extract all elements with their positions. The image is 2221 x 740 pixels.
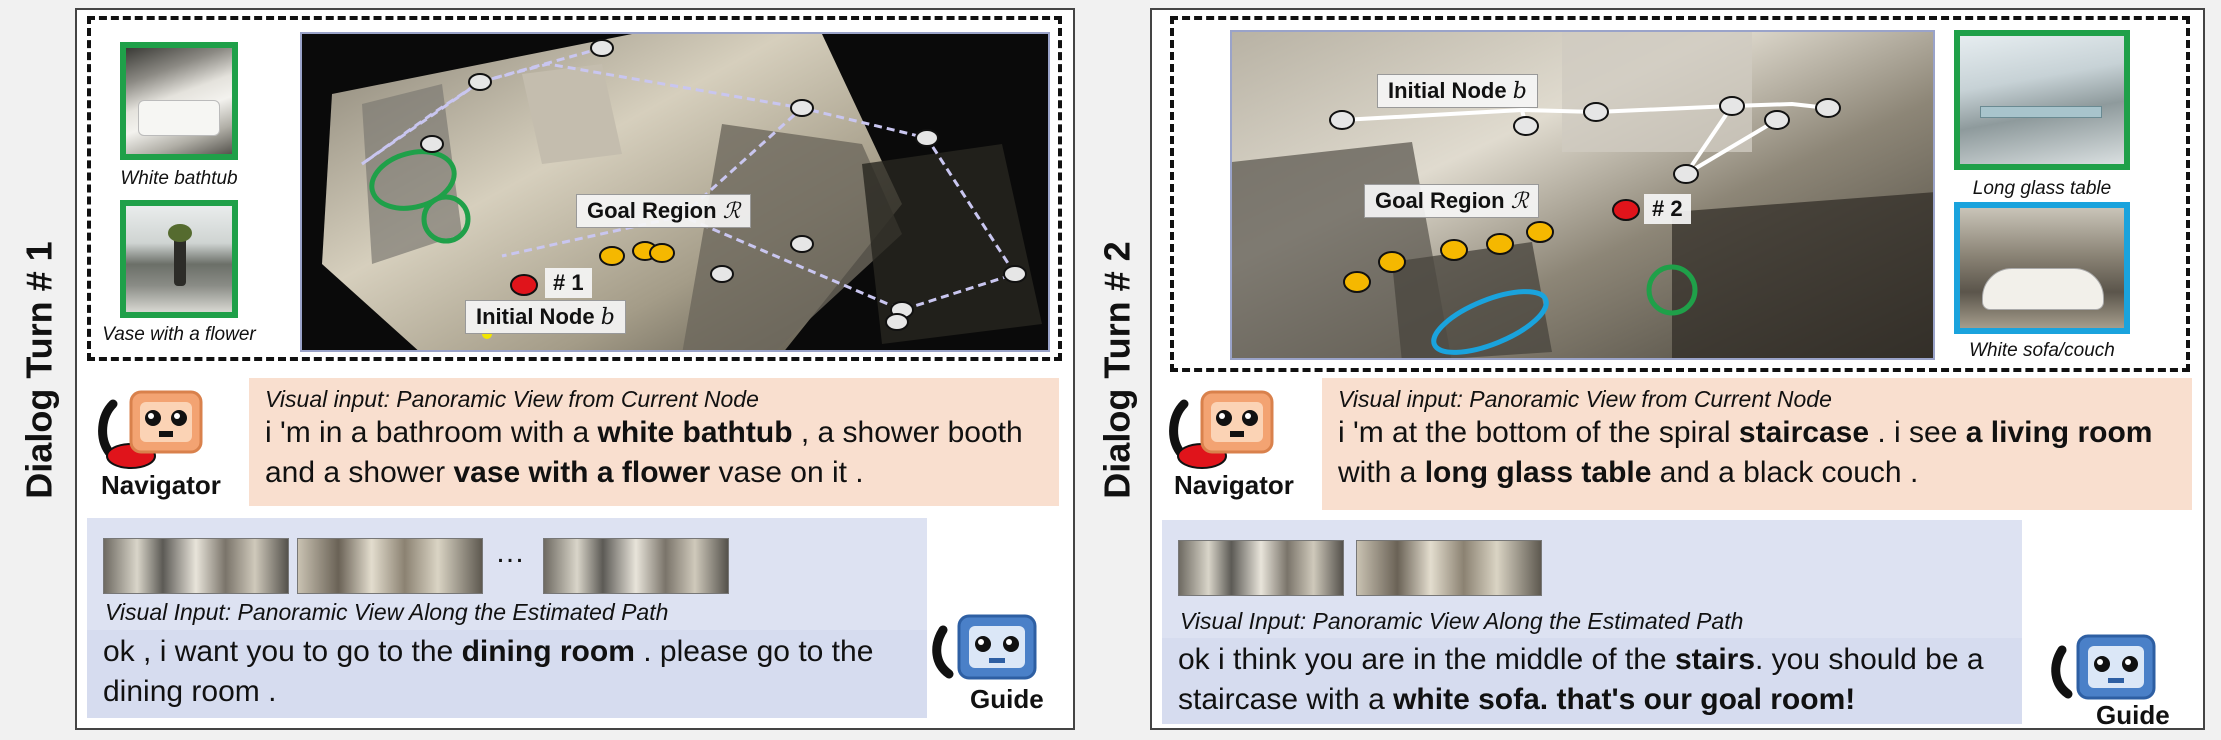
turn-2-map-frame: [1170, 16, 2190, 372]
guide-message-box: Visual Input: Panoramic View Along the E…: [1162, 520, 2022, 724]
thumbnail-long-glass-table: [1954, 30, 2130, 170]
guide-label: Guide: [970, 684, 1044, 714]
thumbnail-caption: White bathtub: [120, 168, 238, 189]
navigator-robot-icon: [95, 386, 207, 481]
guide-message: ok , i want you to go to the dining room…: [103, 635, 874, 708]
navigator-label: Navigator: [1174, 470, 1294, 500]
panorama-thumbnail: [1178, 540, 1344, 596]
navigator-message-box: Visual input: Panoramic View from Curren…: [249, 378, 1059, 506]
navigator-robot-icon: [1166, 386, 1278, 481]
guide-robot-icon: [2048, 632, 2160, 717]
goal-region-label: Goal Region ℛ: [1364, 184, 1540, 218]
goal-region-node: [1343, 221, 1554, 293]
thumbnail-white-bathtub: [120, 42, 238, 160]
thumbnail-vase-with-flower: [120, 200, 238, 318]
navigator-message: i 'm in a bathroom with a white bathtub …: [265, 416, 1023, 489]
turn-2-topdown-map: Initial Node b Goal Region ℛ # 2: [1230, 30, 1935, 360]
guide-message-box: … Visual Input: Panoramic View Along the…: [87, 518, 927, 718]
turn-2-panel: Initial Node b Goal Region ℛ # 2 Long gl…: [1150, 8, 2205, 730]
current-node: [1612, 199, 1640, 221]
guide-robot-icon: [929, 612, 1041, 697]
path-node: [420, 39, 1027, 331]
initial-node-label: Initial Node b: [465, 300, 626, 334]
initial-node-label: Initial Node b: [1377, 74, 1538, 108]
guide-label: Guide: [2096, 700, 2170, 730]
turn-1-panel: White bathtub Vase with a flower: [75, 8, 1075, 730]
thumbnail-white-sofa: [1954, 202, 2130, 334]
thumbnail-caption: White sofa/couch: [1969, 340, 2115, 361]
turn-2-map-drawing: [1232, 32, 1933, 358]
panorama-thumbnail: [297, 538, 483, 594]
guide-message: ok i think you are in the middle of the …: [1178, 643, 1984, 716]
current-node: [510, 274, 538, 296]
thumbnail-caption: Long glass table: [1972, 178, 2112, 199]
panorama-ellipsis: …: [495, 536, 525, 569]
turn-1-map-frame: [87, 16, 1062, 361]
navigator-message-box: Visual input: Panoramic View from Curren…: [1322, 378, 2192, 510]
goal-region-label: Goal Region ℛ: [576, 194, 752, 228]
path-node: [1329, 96, 1841, 184]
navigator-message: i 'm at the bottom of the spiral stairca…: [1338, 416, 2153, 489]
thumbnail-caption: Vase with a flower: [102, 324, 256, 345]
turn-tag: # 1: [545, 268, 592, 298]
panorama-thumbnail: [1356, 540, 1542, 596]
navigator-visual-input-caption: Visual input: Panoramic View from Curren…: [1338, 386, 1832, 412]
navigator-label: Navigator: [101, 470, 221, 500]
guide-visual-input-caption: Visual Input: Panoramic View Along the E…: [1180, 608, 1744, 634]
turn-tag: # 2: [1644, 194, 1691, 224]
turn-1-label: Dialog Turn # 1: [19, 241, 60, 499]
turn-1-map-drawing: [322, 34, 1042, 350]
turn-1-topdown-map: Goal Region ℛ # 1 Initial Node b: [300, 32, 1050, 352]
turn-2-label: Dialog Turn # 2: [1097, 241, 1138, 499]
panorama-thumbnail: [103, 538, 289, 594]
panorama-thumbnail: [543, 538, 729, 594]
navigator-visual-input-caption: Visual input: Panoramic View from Curren…: [265, 386, 759, 412]
guide-visual-input-caption: Visual Input: Panoramic View Along the E…: [105, 599, 669, 625]
goal-region-node: [599, 241, 675, 266]
